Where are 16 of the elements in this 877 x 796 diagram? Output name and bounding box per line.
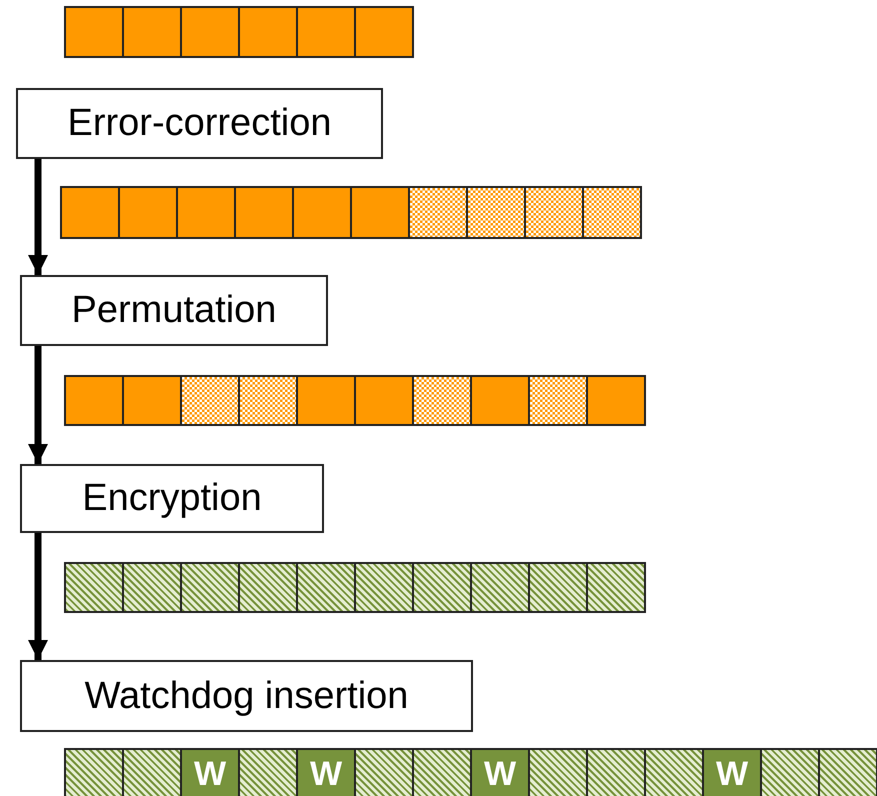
process-box: Encryption — [20, 464, 324, 533]
data-block-row — [64, 375, 646, 426]
data-block-row — [64, 748, 877, 796]
data-block-row — [60, 186, 642, 239]
data-block-row — [64, 6, 414, 58]
process-box: Watchdog insertion — [20, 660, 473, 732]
arrow — [28, 533, 48, 660]
process-box: Permutation — [20, 275, 328, 346]
watchdog-block: W — [472, 750, 528, 796]
arrow — [28, 346, 48, 464]
process-box: Error-correction — [16, 88, 383, 159]
watchdog-block: W — [182, 750, 238, 796]
watchdog-block: W — [704, 750, 760, 796]
data-block-row — [64, 562, 646, 613]
arrow — [28, 159, 48, 275]
watchdog-block: W — [298, 750, 354, 796]
